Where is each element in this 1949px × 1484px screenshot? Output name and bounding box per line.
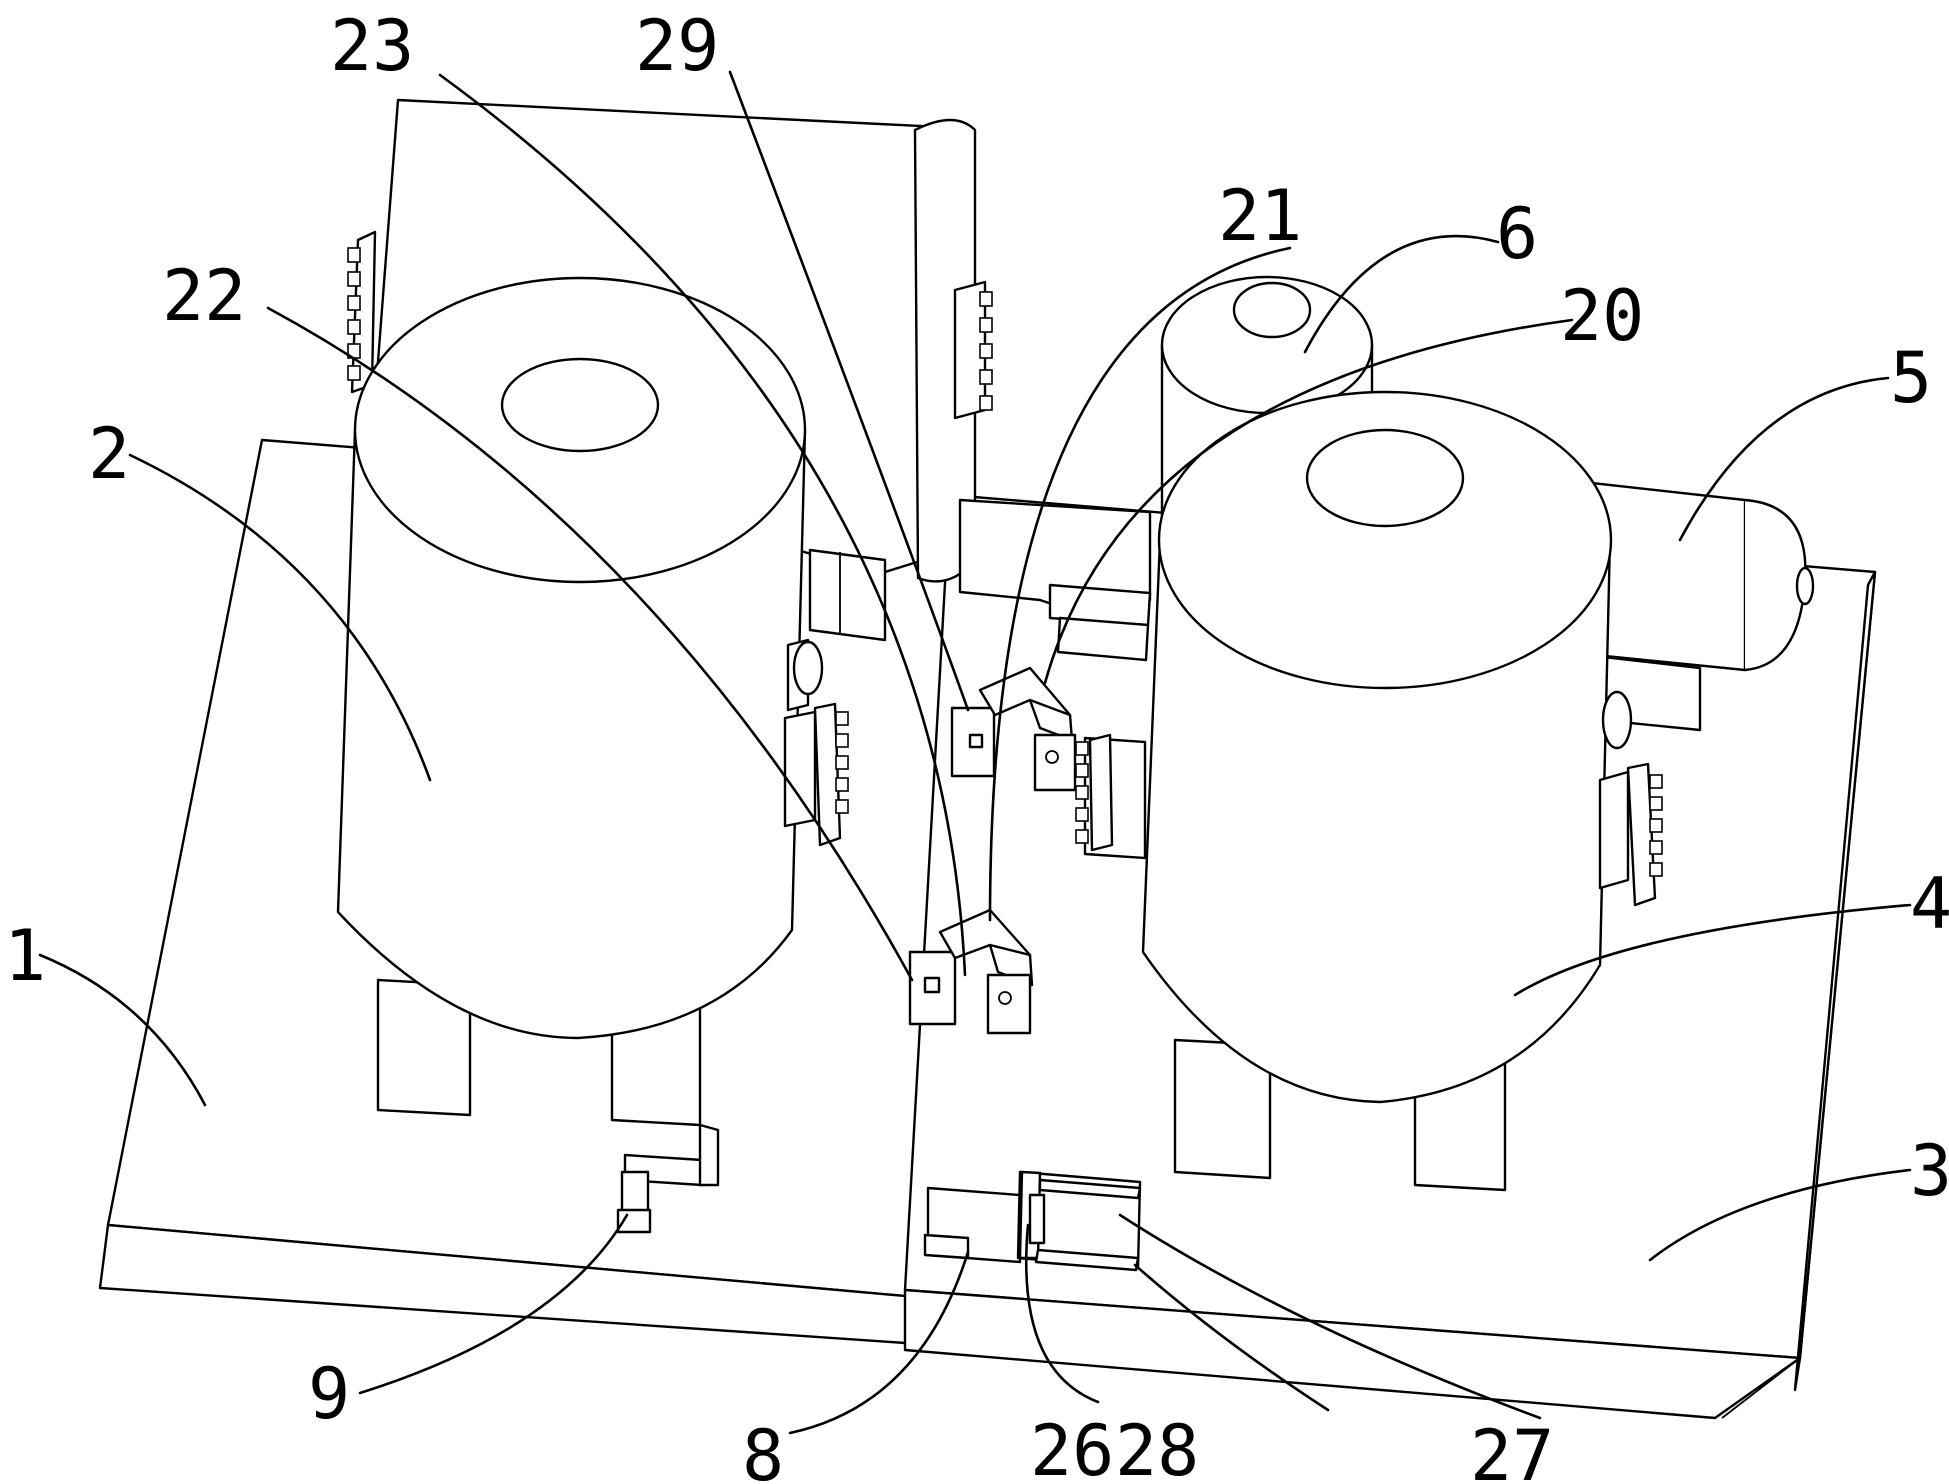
label-21: 21 [1218, 175, 1302, 257]
label-2: 2 [88, 413, 130, 495]
callout-labels: 1 2 3 4 5 6 8 9 20 21 22 23 26 27 28 29 [4, 5, 1949, 1484]
label-5: 5 [1890, 337, 1932, 419]
label-27: 27 [1470, 1415, 1554, 1484]
cylinder-2 [336, 276, 849, 1234]
label-29: 29 [635, 5, 719, 87]
leader-lines [38, 70, 1912, 1435]
label-23: 23 [330, 5, 414, 87]
label-8: 8 [742, 1415, 784, 1484]
label-26: 26 [1030, 1410, 1114, 1484]
label-4: 4 [1910, 863, 1949, 945]
label-6: 6 [1496, 193, 1538, 275]
vertical-panel [913, 118, 993, 583]
label-22: 22 [162, 255, 246, 337]
label-20: 20 [1560, 275, 1644, 357]
front-slide [923, 1170, 1142, 1272]
label-28: 28 [1115, 1410, 1199, 1484]
label-9: 9 [308, 1353, 350, 1435]
center-guide-block [958, 498, 1152, 662]
cylinder-4 [1075, 390, 1663, 1192]
label-3: 3 [1910, 1130, 1949, 1212]
label-1: 1 [4, 915, 46, 997]
